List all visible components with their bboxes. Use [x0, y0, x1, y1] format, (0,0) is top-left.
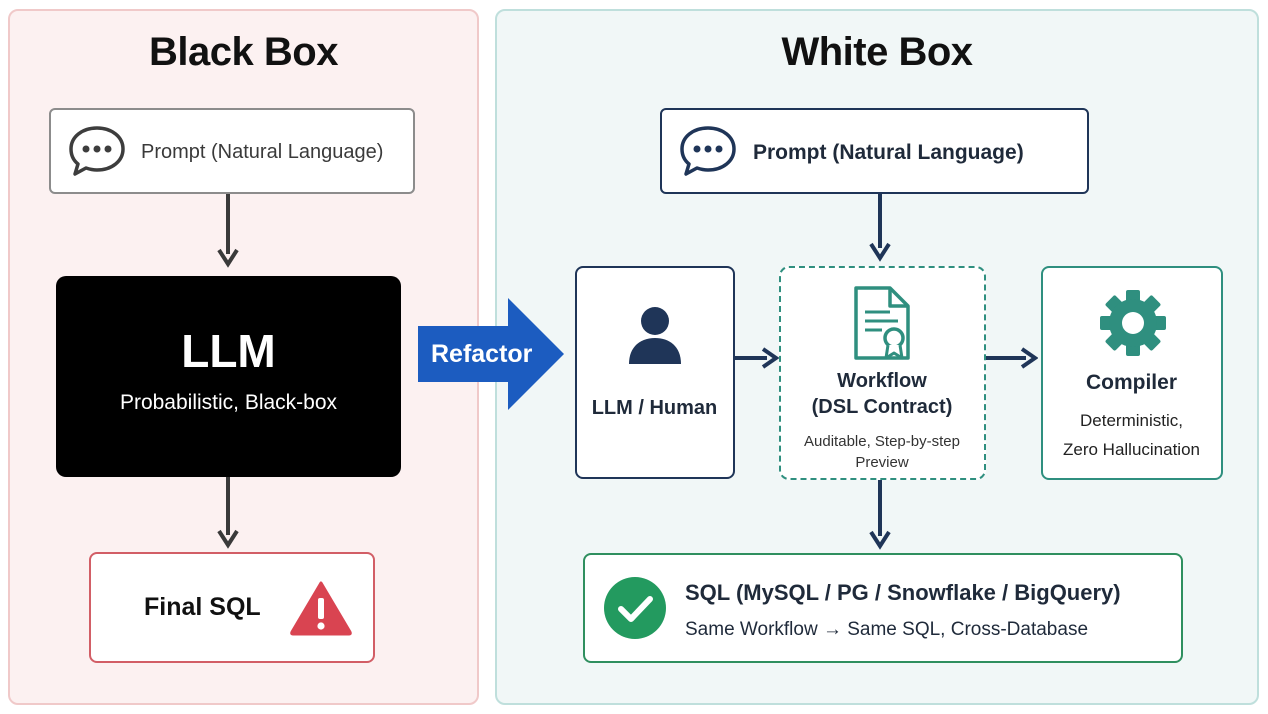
workflow-title-line1: Workflow: [837, 370, 927, 392]
llm-human-box: LLM / Human: [575, 266, 735, 479]
llm-human-label: LLM / Human: [591, 397, 718, 419]
sql-desc: Same Workflow → Same SQL, Cross-Database: [685, 619, 1089, 640]
sql-output-box: SQL (MySQL / PG / Snowflake / BigQuery) …: [583, 553, 1183, 663]
workflow-box: Workflow (DSL Contract) Auditable, Step-…: [779, 266, 986, 480]
workflow-title-line2: (DSL Contract): [811, 396, 953, 418]
refactor-arrow: [418, 298, 564, 410]
check-circle-icon: [604, 577, 666, 639]
down-arrow-icon: [217, 477, 239, 549]
sql-title: SQL (MySQL / PG / Snowflake / BigQuery): [685, 580, 1121, 605]
compiler-box: Compiler Deterministic, Zero Hallucinati…: [1041, 266, 1223, 480]
workflow-desc-line1: Auditable, Step-by-step: [804, 433, 960, 450]
llm-title: LLM: [181, 325, 276, 377]
compiler-desc-line1: Deterministic,: [1080, 411, 1183, 430]
down-arrow-icon: [217, 194, 239, 268]
right-arrow-icon: [735, 347, 779, 369]
warning-icon: [290, 581, 352, 636]
compiler-desc-line2: Zero Hallucination: [1062, 440, 1200, 459]
white-prompt-box: Prompt (Natural Language): [660, 108, 1089, 194]
workflow-desc-line2: Preview: [855, 454, 909, 471]
chat-bubble-icon: [69, 126, 125, 176]
right-arrow-icon: [986, 347, 1038, 369]
llm-box: LLM Probabilistic, Black-box: [56, 276, 401, 477]
white-box-title: White Box: [781, 30, 973, 74]
chat-bubble-icon: [680, 126, 736, 176]
compiler-title: Compiler: [1085, 371, 1177, 394]
black-box-title: Black Box: [149, 30, 338, 74]
llm-subtitle: Probabilistic, Black-box: [119, 391, 338, 414]
down-arrow-icon: [869, 194, 891, 262]
refactor-label: Refactor: [431, 340, 533, 368]
certificate-document-icon: [854, 286, 910, 360]
person-icon: [629, 307, 681, 364]
final-sql-label: Final SQL: [144, 593, 261, 621]
final-sql-box: Final SQL: [89, 552, 375, 663]
gear-icon: [1100, 290, 1166, 356]
down-arrow-icon: [869, 480, 891, 550]
black-prompt-label: Prompt (Natural Language): [141, 141, 384, 163]
black-prompt-box: Prompt (Natural Language): [49, 108, 415, 194]
white-prompt-label: Prompt (Natural Language): [753, 141, 1024, 164]
